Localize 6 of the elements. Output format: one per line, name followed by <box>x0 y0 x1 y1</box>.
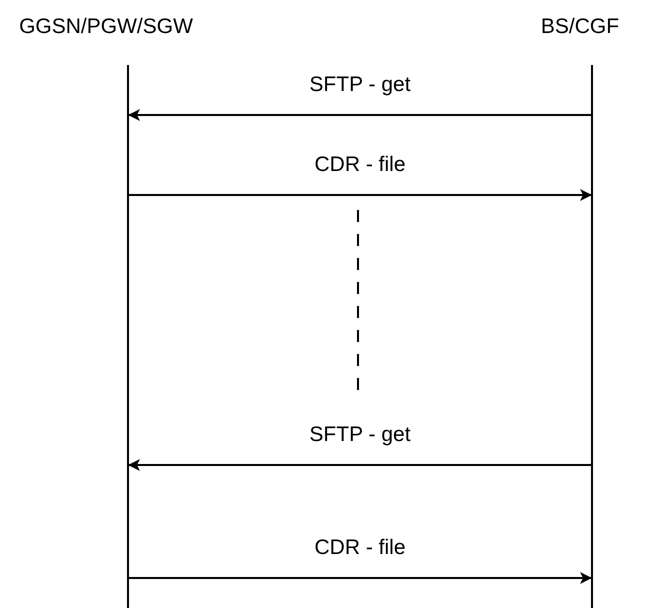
arrow <box>129 189 592 201</box>
arrow <box>128 109 591 121</box>
arrow <box>128 459 591 471</box>
arrow <box>129 572 592 584</box>
participant-label: BS/CGF <box>540 15 620 39</box>
participant-label: GGSN/PGW/SGW <box>19 15 193 39</box>
